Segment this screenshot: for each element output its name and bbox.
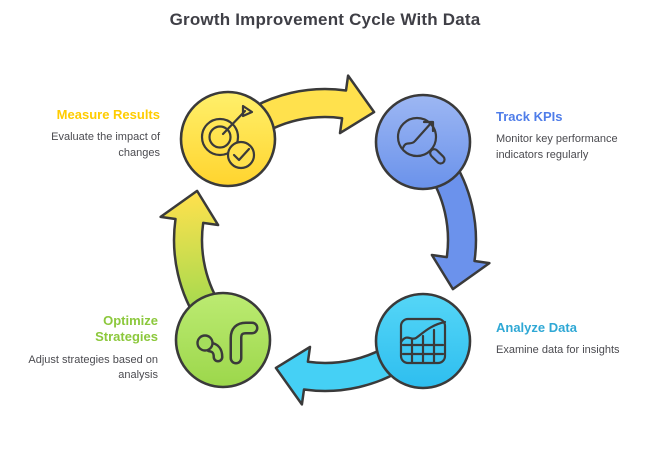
arrow-bottom	[274, 340, 411, 406]
arrow-top	[239, 74, 376, 140]
step-label: Track KPIs	[496, 109, 563, 124]
step-track-kpis: Track KPIs Monitor key performance indic…	[496, 109, 628, 163]
step-label: Optimize Strategies	[95, 313, 158, 345]
step-optimize-strategies: Optimize Strategies Adjust strategies ba…	[8, 313, 158, 383]
step-label: Measure Results	[56, 107, 160, 122]
step-analyze-data: Analyze Data Examine data for insights	[496, 320, 642, 359]
arrow-left	[159, 189, 225, 326]
target-check-icon	[200, 104, 256, 170]
optimize-arrows-icon	[196, 321, 259, 365]
search-trend-icon	[396, 116, 446, 165]
cycle-arrows	[159, 74, 491, 406]
step-description: Adjust strategies based on analysis	[28, 353, 158, 381]
step-label: Analyze Data	[496, 320, 577, 335]
step-description: Evaluate the impact of changes	[51, 131, 160, 159]
chart-grid-icon	[399, 317, 447, 365]
page-title: Growth Improvement Cycle With Data	[169, 10, 481, 29]
node-measure-results	[179, 90, 277, 188]
arrow-right	[425, 154, 491, 291]
node-optimize-strategies	[174, 291, 272, 389]
node-track-kpis	[374, 93, 472, 191]
step-description: Examine data for insights	[496, 344, 620, 357]
step-description: Monitor key performance indicators regul…	[496, 133, 618, 161]
step-measure-results: Measure Results Evaluate the impact of c…	[10, 107, 160, 161]
